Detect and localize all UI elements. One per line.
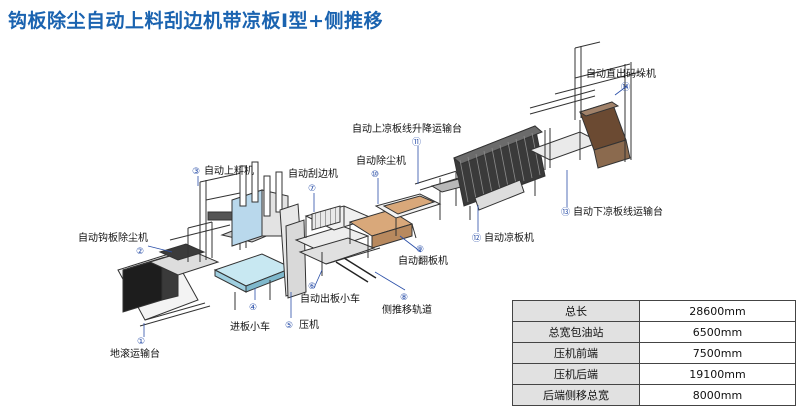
spec-label: 后端侧移总宽 (512, 384, 640, 406)
callout-4: ④ 进板小车 (230, 303, 270, 333)
callout-number: ⑭ (621, 82, 630, 93)
callout-label: 进板小车 (230, 320, 270, 333)
callout-2: 自动钩板除尘机 ② (78, 231, 148, 257)
spec-value: 28600mm (639, 300, 796, 322)
callout-number: ⑫ (472, 233, 481, 244)
auto-cooling-rack (453, 125, 546, 220)
table-row: 总长 28600mm (512, 300, 796, 322)
callout-number: ⑬ (561, 207, 570, 218)
callout-7: 自动刮边机 ⑦ (288, 167, 338, 194)
callout-1: ① 地滚运输台 (110, 337, 160, 360)
callout-label: 自动刮边机 (288, 167, 338, 180)
callout-13: ⑬ 自动下凉板线运输台 (561, 205, 663, 218)
callout-label: 自动下凉板线运输台 (573, 205, 663, 218)
callout-label: 自动上凉板线升降运输台 (352, 122, 462, 135)
callout-label: 自动凉板机 (484, 231, 534, 244)
spec-value: 6500mm (639, 321, 796, 343)
callout-14: 自动直出码垛机 ⑭ (586, 67, 656, 93)
spec-value: 19100mm (639, 363, 796, 385)
callout-label: 自动翻板机 (398, 254, 448, 267)
callout-number: ② (136, 247, 144, 257)
auto-edge-scraper (304, 205, 374, 238)
callout-leaders (143, 85, 628, 337)
callout-number: ④ (249, 303, 257, 313)
callout-label: 自动除尘机 (356, 154, 406, 167)
callout-label: 自动钩板除尘机 (78, 231, 148, 244)
callout-label: 自动直出码垛机 (586, 67, 656, 80)
spec-label: 总长 (512, 300, 640, 322)
callout-number: ③ (192, 167, 200, 177)
callout-number: ⑦ (308, 184, 316, 194)
spec-value: 7500mm (639, 342, 796, 364)
callout-11: 自动上凉板线升降运输台 ⑪ (352, 122, 462, 148)
side-shift-rail (335, 257, 377, 283)
spec-table: 总长 28600mm 总宽包油站 6500mm 压机前端 7500mm 压机后端… (512, 300, 796, 406)
unloading-conveyor (528, 89, 602, 170)
direct-out-stacker (554, 41, 641, 169)
spec-label: 压机后端 (512, 363, 640, 385)
callout-12: ⑫ 自动凉板机 (472, 231, 534, 244)
callout-9: ⑨ 自动翻板机 (398, 245, 448, 267)
callout-number: ⑥ (308, 282, 316, 292)
page-title: 钩板除尘自动上料刮边机带凉板Ⅰ型+侧推移 (8, 10, 383, 32)
callout-number: ⑨ (416, 245, 424, 255)
spec-value: 8000mm (639, 384, 796, 406)
table-row: 后端侧移总宽 8000mm (512, 384, 796, 406)
callout-6: ⑥ 自动出板小车 (300, 282, 360, 305)
table-row: 总宽包油站 6500mm (512, 321, 796, 343)
callout-number: ① (137, 337, 145, 347)
hook-board-dust-remover (148, 221, 231, 276)
callout-3: ③ 自动上料机 (192, 164, 254, 177)
callout-number: ⑪ (412, 137, 421, 148)
infeed-cart (213, 253, 294, 310)
table-row: 压机后端 19100mm (512, 363, 796, 385)
callout-8: ⑧ 侧推移轨道 (382, 293, 432, 316)
callout-label: 压机 (299, 318, 319, 331)
callout-label: 地滚运输台 (110, 347, 160, 360)
callout-number: ⑩ (371, 170, 379, 180)
spec-label: 总宽包油站 (512, 321, 640, 343)
callout-number: ⑤ (285, 321, 293, 331)
callout-5: ⑤ 压机 (285, 318, 319, 331)
table-row: 压机前端 7500mm (512, 342, 796, 364)
spec-label: 压机前端 (512, 342, 640, 364)
callout-label: 自动出板小车 (300, 292, 360, 305)
callout-label: 侧推移轨道 (382, 303, 432, 316)
callout-10: 自动除尘机 ⑩ (356, 154, 406, 180)
callout-label: 自动上料机 (204, 164, 254, 177)
callout-number: ⑧ (400, 293, 408, 303)
